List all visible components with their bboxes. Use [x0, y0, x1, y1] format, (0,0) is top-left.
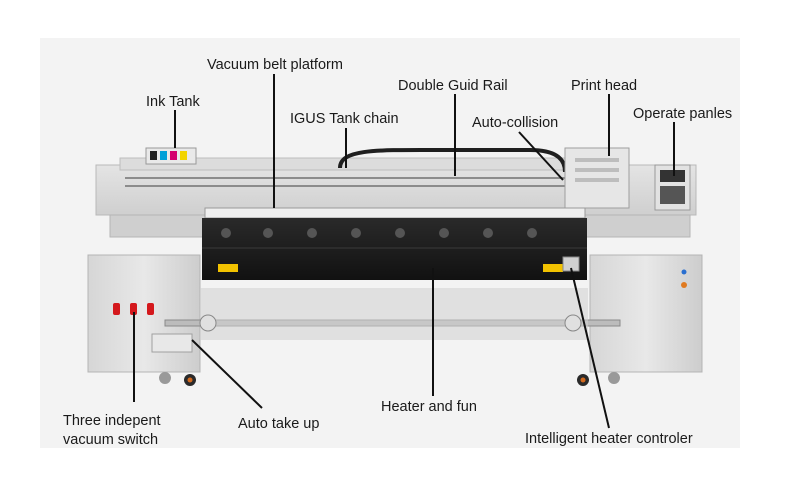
label-auto-take-up: Auto take up	[238, 416, 320, 432]
right-vent	[579, 214, 691, 238]
right-leg	[589, 254, 703, 373]
media-feed	[200, 288, 588, 340]
label-auto-collision: Auto-collision	[472, 115, 559, 131]
leader-auto-take-up	[191, 339, 263, 409]
label-three-indepent-line1: Three indepent	[63, 413, 161, 429]
casters	[159, 372, 620, 386]
status-light	[681, 282, 687, 288]
label-operate-panles: Operate panles	[633, 106, 733, 122]
heater-fans	[221, 228, 537, 238]
left-leg	[87, 254, 201, 373]
panel-screen	[660, 170, 685, 182]
auto-take-up-unit	[151, 333, 193, 353]
label-intelligent-heater-controler: Intelligent heater controler	[525, 431, 693, 447]
print-head-vent	[575, 158, 619, 162]
roller-end-left	[199, 314, 217, 332]
status-light	[681, 269, 687, 275]
print-head-vent	[575, 178, 619, 182]
heater-unit	[202, 218, 587, 280]
label-three-indepent: Three indepent vacuum switch	[63, 412, 161, 450]
print-head-vent	[575, 168, 619, 172]
leader-lines	[133, 74, 675, 429]
ink-black	[150, 151, 157, 160]
panel-keys	[660, 186, 685, 204]
label-three-indepent-line2: vacuum switch	[63, 432, 159, 448]
label-heater-and-fun: Heater and fun	[381, 399, 477, 415]
label-double-guid-rail: Double Guid Rail	[398, 78, 508, 94]
leader-heater-controller	[570, 267, 610, 429]
ink-cyan	[160, 151, 167, 160]
ink-magenta	[170, 151, 177, 160]
roller-end-right	[564, 314, 582, 332]
left-vent	[109, 214, 211, 238]
tank-chain	[338, 147, 567, 173]
vacuum-switches	[113, 303, 154, 315]
warning-sticker-right	[543, 264, 563, 272]
label-igus-tank-chain: IGUS Tank chain	[290, 111, 399, 127]
ink-yellow	[180, 151, 187, 160]
label-ink-tank: Ink Tank	[146, 94, 200, 110]
leader-auto-collision	[518, 131, 564, 181]
label-print-head: Print head	[571, 78, 638, 94]
warning-sticker-left	[218, 264, 238, 272]
vacuum-belt-platform	[204, 207, 586, 219]
label-vacuum-belt-platform: Vacuum belt platform	[207, 57, 343, 73]
